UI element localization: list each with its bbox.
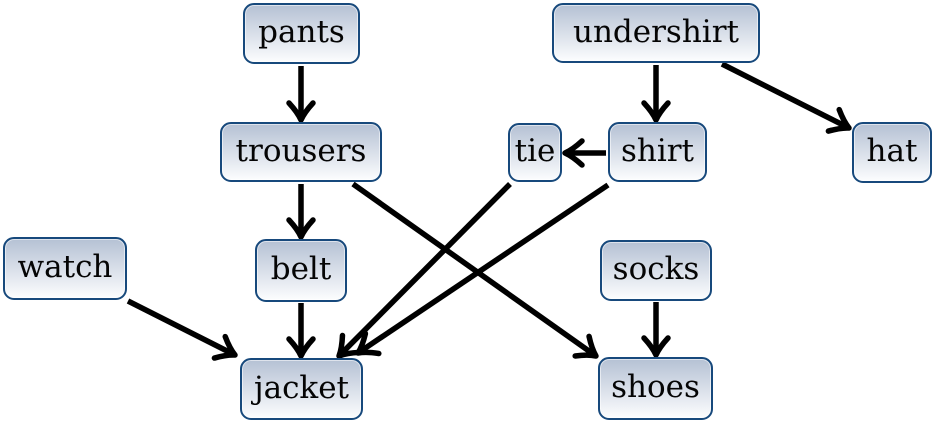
node-label-shoes: shoes — [611, 369, 700, 405]
node-label-socks: socks — [612, 251, 700, 287]
node-tie: tie — [508, 123, 562, 182]
node-jacket: jacket — [240, 358, 363, 420]
node-label-belt: belt — [270, 251, 332, 287]
edge-tie-to-jacket — [336, 182, 512, 359]
node-label-tie: tie — [514, 133, 556, 169]
node-belt: belt — [255, 239, 347, 302]
node-hat: hat — [852, 122, 932, 183]
edge-watch-to-jacket — [126, 298, 238, 361]
node-shirt: shirt — [608, 122, 707, 182]
node-label-undershirt: undershirt — [572, 13, 739, 50]
node-undershirt: undershirt — [552, 3, 760, 63]
node-label-hat: hat — [866, 133, 918, 169]
edge-shirt-to-jacket — [355, 182, 610, 357]
node-socks: socks — [600, 240, 712, 301]
edge-trousers-to-shoes — [351, 181, 599, 359]
edge-undershirt-to-hat — [720, 61, 852, 134]
node-label-watch: watch — [17, 249, 113, 285]
edges — [126, 61, 852, 361]
node-label-trousers: trousers — [235, 132, 367, 169]
node-pants: pants — [243, 3, 360, 64]
node-watch: watch — [3, 237, 127, 300]
node-label-shirt: shirt — [620, 132, 695, 169]
node-label-jacket: jacket — [253, 369, 350, 406]
node-shoes: shoes — [598, 357, 713, 420]
node-label-pants: pants — [258, 14, 345, 50]
node-trousers: trousers — [220, 122, 382, 182]
